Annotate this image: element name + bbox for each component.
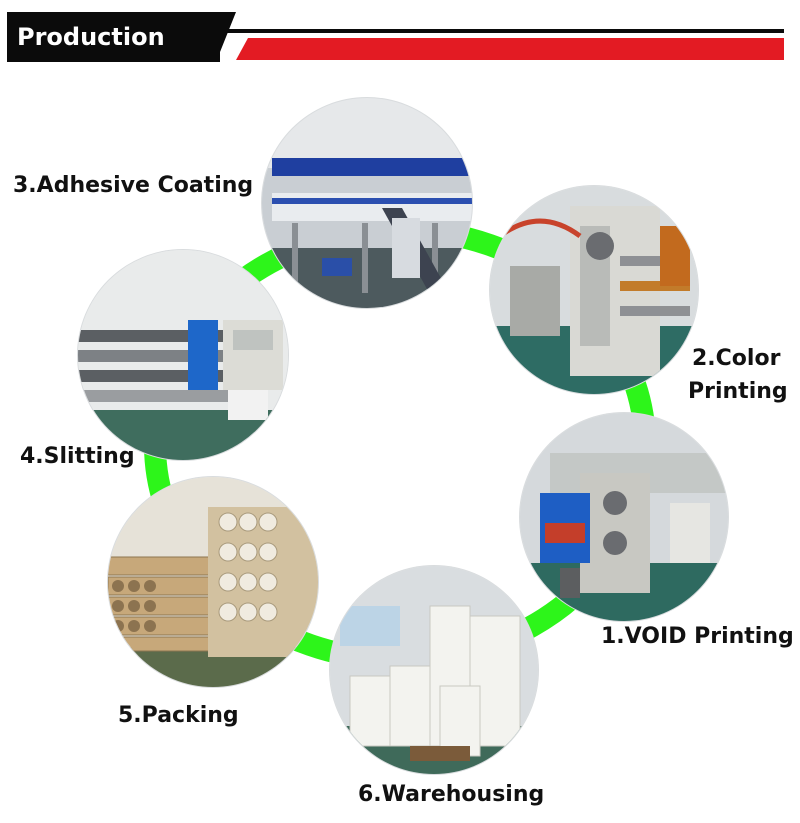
paper-core-packing-photo [108, 477, 318, 687]
step-1-photo [520, 413, 728, 621]
step-3-label: 3.Adhesive Coating [13, 173, 254, 198]
header-banner: Production Flow [0, 0, 800, 101]
color-printing-machine-photo [490, 186, 698, 394]
adhesive-coating-line-photo [262, 98, 472, 308]
warehouse-rolls-photo [330, 566, 538, 774]
slitting-machine-photo [78, 250, 288, 460]
step-2-photo [490, 186, 698, 394]
step-6-photo [330, 566, 538, 774]
step-5-photo [108, 477, 318, 687]
step-6-label: 6.Warehousing [358, 782, 545, 807]
step-2-label-line1: 2.Color [692, 346, 781, 371]
step-3-photo [262, 98, 472, 308]
step-4-photo [78, 250, 288, 460]
step-2-label-line2: Printing [688, 379, 788, 404]
void-printing-machine-photo [520, 413, 728, 621]
step-5-label: 5.Packing [118, 703, 239, 728]
page-title: Production Flow [7, 12, 220, 101]
step-4-label: 4.Slitting [20, 444, 135, 469]
step-1-label: 1.VOID Printing [601, 624, 794, 649]
